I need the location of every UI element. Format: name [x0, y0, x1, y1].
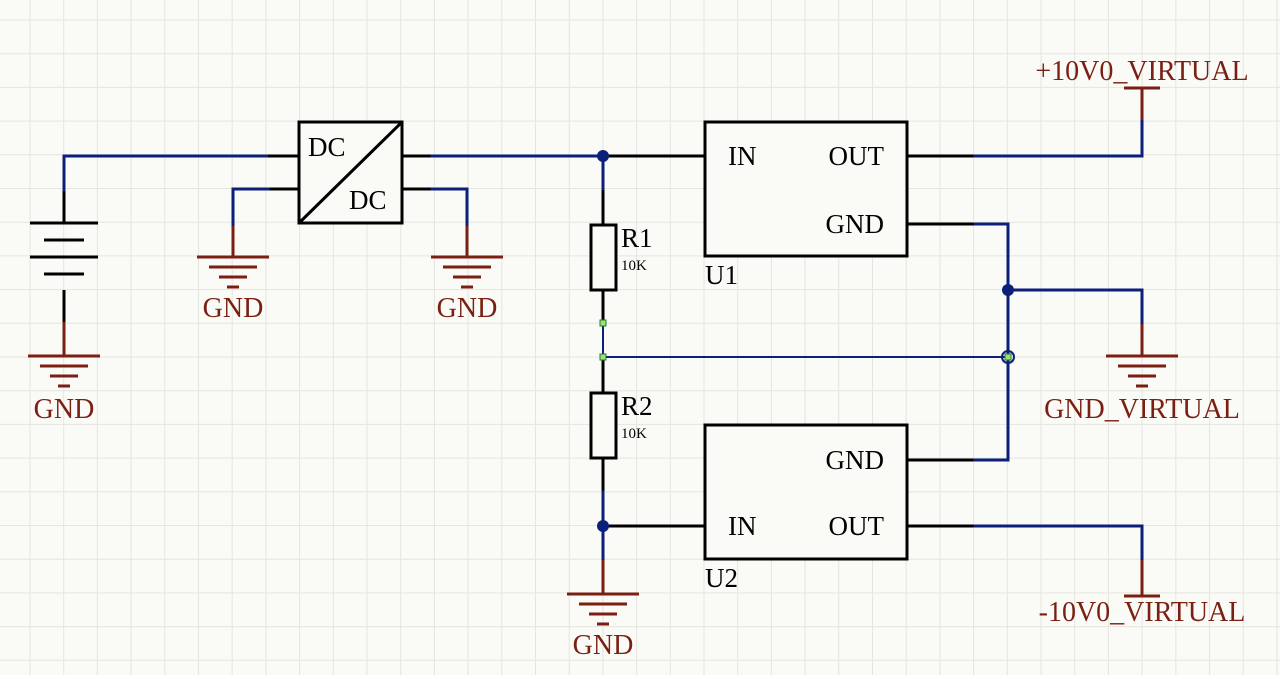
r1-value: 10K — [621, 258, 647, 274]
r2-value: 10K — [621, 426, 647, 442]
wire-node-to-virtual-gnd-port — [1006, 288, 1144, 326]
u2-pin-in: IN — [728, 511, 757, 541]
gnd-symbol-virtual — [1106, 354, 1178, 388]
selection-handle-midpoint[interactable] — [599, 353, 607, 361]
regulator-u1[interactable]: IN OUT GND U1 — [703, 120, 975, 290]
gnd-symbol-converter-out — [431, 255, 503, 289]
junction-ring-selected — [1001, 350, 1015, 364]
selection-handle-end[interactable] — [1004, 353, 1012, 361]
gnd-label-divider: GND — [573, 630, 634, 661]
gnd-symbol-converter-in — [197, 255, 269, 289]
dc-dc-converter[interactable]: DC DC — [268, 120, 432, 225]
junction-dot-bottom — [597, 520, 609, 532]
minus-rail-label: -10V0_VIRTUAL — [1039, 597, 1246, 628]
converter-label-in: DC — [308, 132, 346, 162]
u2-pin-gnd: GND — [826, 445, 885, 475]
plus-rail-label: +10V0_VIRTUAL — [1035, 56, 1248, 87]
gnd-label-converter-in: GND — [203, 293, 264, 324]
virtual-gnd-label: GND_VIRTUAL — [1044, 394, 1240, 425]
converter-label-out: DC — [349, 185, 387, 215]
wire-u1-out-to-plus-rail — [973, 118, 1144, 158]
gnd-symbol-divider — [567, 592, 639, 626]
u2-designator: U2 — [705, 563, 738, 593]
u2-pin-out: OUT — [829, 511, 885, 541]
gnd-label-converter-out: GND — [437, 293, 498, 324]
junction-dot-top — [597, 150, 609, 162]
wire-converter-in-gnd — [231, 187, 270, 228]
resistor-r1[interactable]: R1 10K — [589, 190, 653, 323]
u1-pin-in: IN — [728, 141, 757, 171]
regulator-u2[interactable]: IN OUT GND U2 — [703, 423, 975, 593]
selection-handle-r1[interactable] — [599, 319, 607, 327]
r1-designator: R1 — [621, 223, 653, 253]
wire-u2-out-to-minus-rail — [973, 524, 1144, 562]
wire-u1-gnd-to-virtual-gnd — [973, 222, 1010, 462]
resistor-r2[interactable]: R2 10K — [589, 357, 653, 492]
gnd-label-battery: GND — [34, 394, 95, 425]
junction-dot-virtual-gnd — [1002, 284, 1014, 296]
battery[interactable] — [30, 188, 98, 322]
r2-designator: R2 — [621, 391, 653, 421]
u1-pin-gnd: GND — [826, 209, 885, 239]
wire-converter-out-gnd — [430, 187, 469, 228]
power-port-minus-10v — [1124, 560, 1160, 598]
u1-designator: U1 — [705, 260, 738, 290]
u1-pin-out: OUT — [829, 141, 885, 171]
gnd-symbol-battery — [28, 354, 100, 388]
wire-battery-to-converter — [62, 154, 270, 192]
power-port-plus-10v — [1124, 86, 1160, 120]
